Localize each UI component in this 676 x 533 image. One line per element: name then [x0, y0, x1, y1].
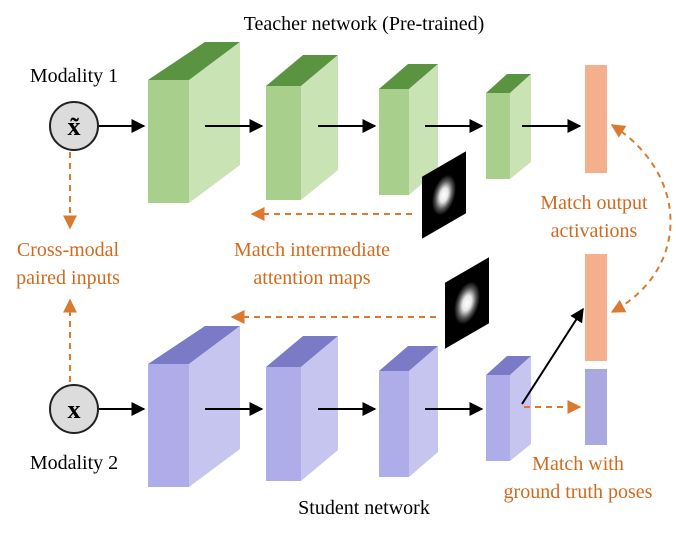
- attention-label-line1: Match intermediate: [234, 239, 390, 261]
- output-label-line2: activations: [551, 220, 638, 242]
- teacher-attention-map: [422, 151, 466, 239]
- teacher-input-node: x̃: [49, 101, 99, 151]
- output-label-line1: Match output: [540, 192, 648, 214]
- teacher-block-3: [379, 64, 438, 195]
- crossmodal-label-line1: Cross-modal: [17, 239, 120, 261]
- ground-truth-label-line2: ground truth poses: [504, 481, 653, 503]
- modality-2-label: Modality 2: [30, 452, 118, 474]
- modality-1-label: Modality 1: [30, 65, 118, 87]
- teacher-block-4: [486, 74, 531, 179]
- teacher-block-1: [148, 42, 240, 203]
- attention-label-line2: attention maps: [253, 267, 370, 289]
- student-attention-map: [445, 257, 489, 349]
- student-block-3: [379, 346, 438, 477]
- ground-truth-bar: [585, 369, 607, 445]
- teacher-input-symbol: x̃: [68, 112, 81, 141]
- teacher-block-2: [266, 55, 338, 200]
- student-output-bar: [585, 254, 607, 361]
- ground-truth-label-line1: Match with: [532, 453, 624, 475]
- student-arrow-to-output: [521, 307, 584, 405]
- student-network-title: Student network: [298, 497, 430, 519]
- output-match-dashed-arrow: [610, 124, 672, 313]
- student-block-4: [486, 356, 531, 461]
- student-input-node: x: [49, 384, 99, 434]
- teacher-network-title: Teacher network (Pre-trained): [244, 13, 485, 35]
- student-block-1: [148, 326, 240, 487]
- student-input-symbol: x: [68, 395, 81, 424]
- teacher-output-bar: [585, 65, 607, 173]
- crossmodal-label-line2: paired inputs: [16, 267, 120, 289]
